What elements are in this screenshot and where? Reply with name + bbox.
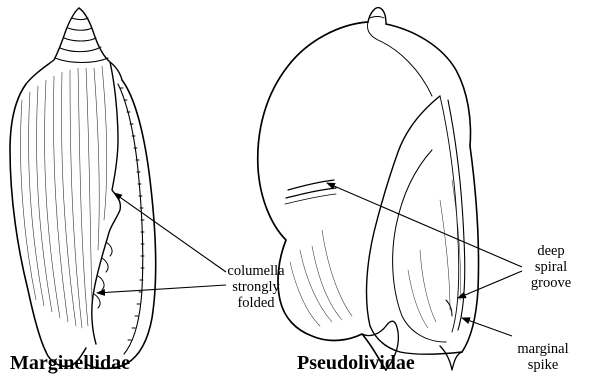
columella-arrow-lower	[97, 285, 226, 293]
annotation-line: marginal	[510, 341, 576, 357]
pseudolividae-shell	[258, 8, 479, 370]
marginellidae-shell	[10, 8, 156, 369]
annotation-line: groove	[522, 275, 580, 291]
annotation-line: deep	[522, 243, 580, 259]
annotation-line: folded	[220, 295, 292, 311]
spike-arrow	[462, 318, 512, 336]
annotation-line: strongly	[220, 279, 292, 295]
marginellidae-label: Marginellidae	[10, 352, 130, 375]
spike-annotation: marginal spike	[510, 341, 576, 373]
groove-arrow-lip	[458, 271, 522, 298]
annotation-line: columella	[220, 263, 292, 279]
pseudolividae-label: Pseudolividae	[297, 352, 415, 375]
columella-arrow-upper	[114, 193, 226, 272]
annotation-line: spiral	[522, 259, 580, 275]
groove-annotation: deep spiral groove	[522, 243, 580, 291]
groove-arrow-body	[327, 183, 522, 267]
columella-annotation: columella strongly folded	[220, 263, 292, 311]
annotation-line: spike	[510, 357, 576, 373]
